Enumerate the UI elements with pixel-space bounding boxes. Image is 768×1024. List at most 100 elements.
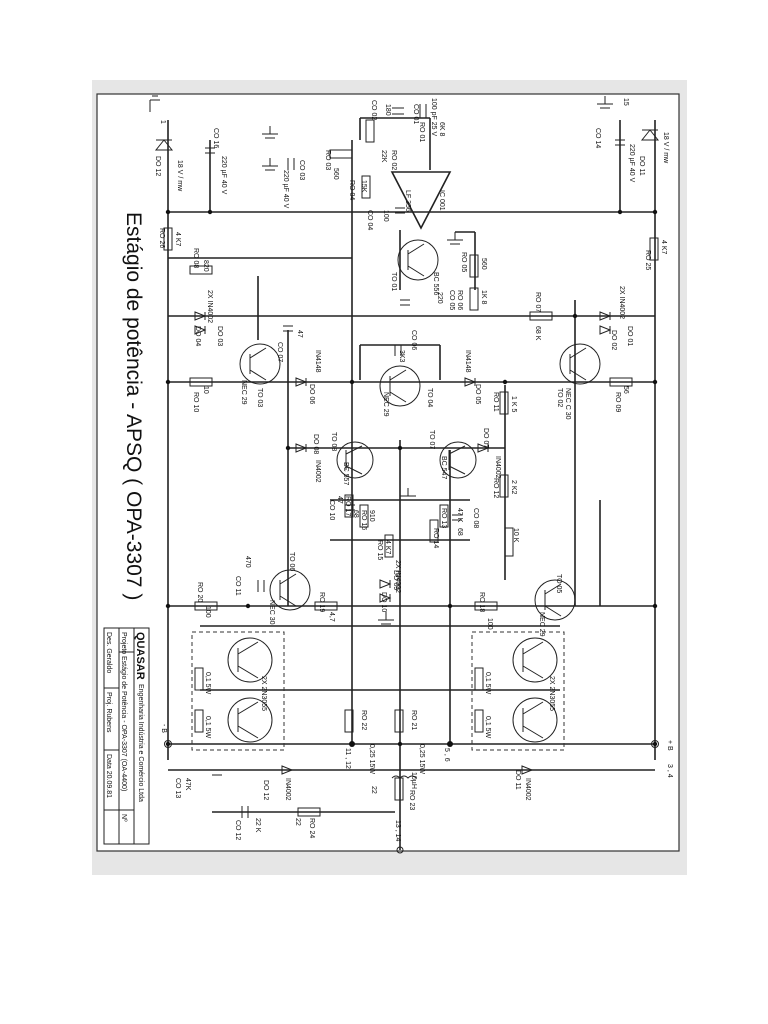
label-node-15: 15 [622,98,629,106]
label-r21v: 0,25 15W [418,744,425,774]
label-c04v: 100 [382,210,389,222]
label-c10: CO 10 [328,500,335,520]
label-r08v: 820 [202,260,209,272]
label-d09: DO 09 [392,570,399,590]
label-c02: CO 02 [370,100,377,120]
label-d4002f: IN4002 [524,778,531,801]
label-r14v: 68 [456,528,463,536]
label-d4002e: 2X IN4002 [394,560,401,593]
label-l1: 10µH [410,772,417,789]
label-r19: RO 19 [318,592,325,612]
label-c01: CO 01 [412,104,419,124]
tb-projeto-label: Projeto [120,632,127,654]
label-nec29b: NEC 29 [382,392,389,417]
label-c06: CO 06 [410,330,417,350]
label-r17v: 68 [352,510,359,518]
label-c02v: 180 [384,104,391,116]
label-d4002d: 2X IN4002 [206,290,213,323]
label-d06: DO 06 [308,384,315,404]
tb-company-sub: Engenharia Indústria e Comércio Ltda [137,684,144,802]
label-ic001: IC 001 [438,190,445,211]
label-d4002a: IN4002 [314,460,321,483]
label-c05: CO 05 [448,290,455,310]
label-d01: DO 01 [626,326,633,346]
title-block: QUASAR Engenharia Indústria e Comércio L… [103,627,150,845]
label-to08: TO 08 [330,432,337,451]
label-r11: RO 11 [492,392,499,412]
label-r03v: 560 [332,168,339,180]
label-r22v: 0,25 15W [368,744,375,774]
label-r20v: 100 [204,606,211,618]
label-bc557: BC 557 [342,462,349,485]
tb-company: QUASAR [134,632,146,680]
label-r-emit-b1: 0,1 5W [484,672,491,695]
label-d11: DO 11 [638,156,645,176]
label-d05: DO 05 [474,384,481,404]
label-r07: RO 07 [534,292,541,312]
label-nec30a: NEC C 30 [564,388,571,420]
label-d08: DO 08 [312,434,319,454]
label-nec30b: NEC 30 [268,600,275,625]
label-out-a: 2X 2N3055 [260,676,267,711]
label-nec29a: NEC 29 [240,380,247,405]
label-r04: RO 04 [348,180,355,200]
label-d04: DO 04 [194,326,201,346]
label-r20: RO 20 [196,582,203,602]
label-r-emit-a2: 0,1 5W [204,716,211,739]
label-c11v: 470 [244,556,251,568]
label-out-b: 2X 2N3055 [548,676,555,711]
label-z11: 18 V / mw [662,132,669,164]
label-r26: RO 26 [158,228,165,248]
label-c16v: 220 µF 40 V [220,156,227,195]
label-r22: RO 22 [360,710,367,730]
label-r21: RO 21 [410,710,417,730]
label-d10: DO 10 [380,592,387,612]
label-r12: RO 12 [492,478,499,498]
label-r09v: 56 [622,386,629,394]
tb-proj: Proj. Rubens [105,692,112,733]
label-r18: RO 18 [478,592,485,612]
label-r06v: 1K 8 [480,290,487,305]
label-r05: RO 05 [460,252,467,272]
label-r13v: 47 K [456,508,463,523]
label-r08: RO 08 [192,248,199,268]
label-node-56: 5 , 6 [443,748,450,762]
label-d12b: DO 12 [262,780,269,800]
label-r24v: 22 [294,818,301,826]
label-r07v: 68 K [534,326,541,341]
label-nec29c: NEC 29 [538,612,545,637]
label-r06: RO 06 [456,290,463,310]
label-r19v: 4,7 [328,612,335,622]
label-bc547: BC 547 [440,456,447,479]
label-c12v: 22 K [254,818,261,833]
label-d4148a: IN4148 [314,350,321,373]
label-to07: TO 07 [428,430,435,449]
label-r23: RO 23 [408,790,415,810]
label-to01: TO 01 [390,272,397,291]
label-r16: RO 16 [360,510,367,530]
label-r10v: 10 [202,386,209,394]
label-r09: RO 09 [614,392,621,412]
label-r-emit-a1: 0,1 5W [204,672,211,695]
label-node-34: 3 , 4 [666,764,673,778]
label-to02: TO 02 [556,388,563,407]
label-d02: DO 02 [610,330,617,350]
label-node-1112: 11 , 12 [344,748,351,769]
label-d11b: DO 11 [514,770,521,790]
label-d4148b: IN4148 [464,350,471,373]
tb-data: Data 20.09.81 [105,754,112,798]
label-c01v: 100 pF 25 V [430,98,437,136]
label-r26v: 4 K7 [174,232,181,247]
label-d4002g: IN4002 [284,778,291,801]
label-r17: RO 17 [344,496,351,516]
label-r13: RO 13 [440,508,447,528]
label-to03: TO 03 [256,388,263,407]
label-r12v: 2 K2 [510,480,517,495]
drawing-frame [96,93,680,852]
label-r23v: 22 [370,786,377,794]
label-pot: 10 K [512,528,519,543]
label-c16: CO 16 [212,128,219,148]
label-r16v: 910 [368,510,375,522]
label-node-1: 1 [159,120,166,124]
